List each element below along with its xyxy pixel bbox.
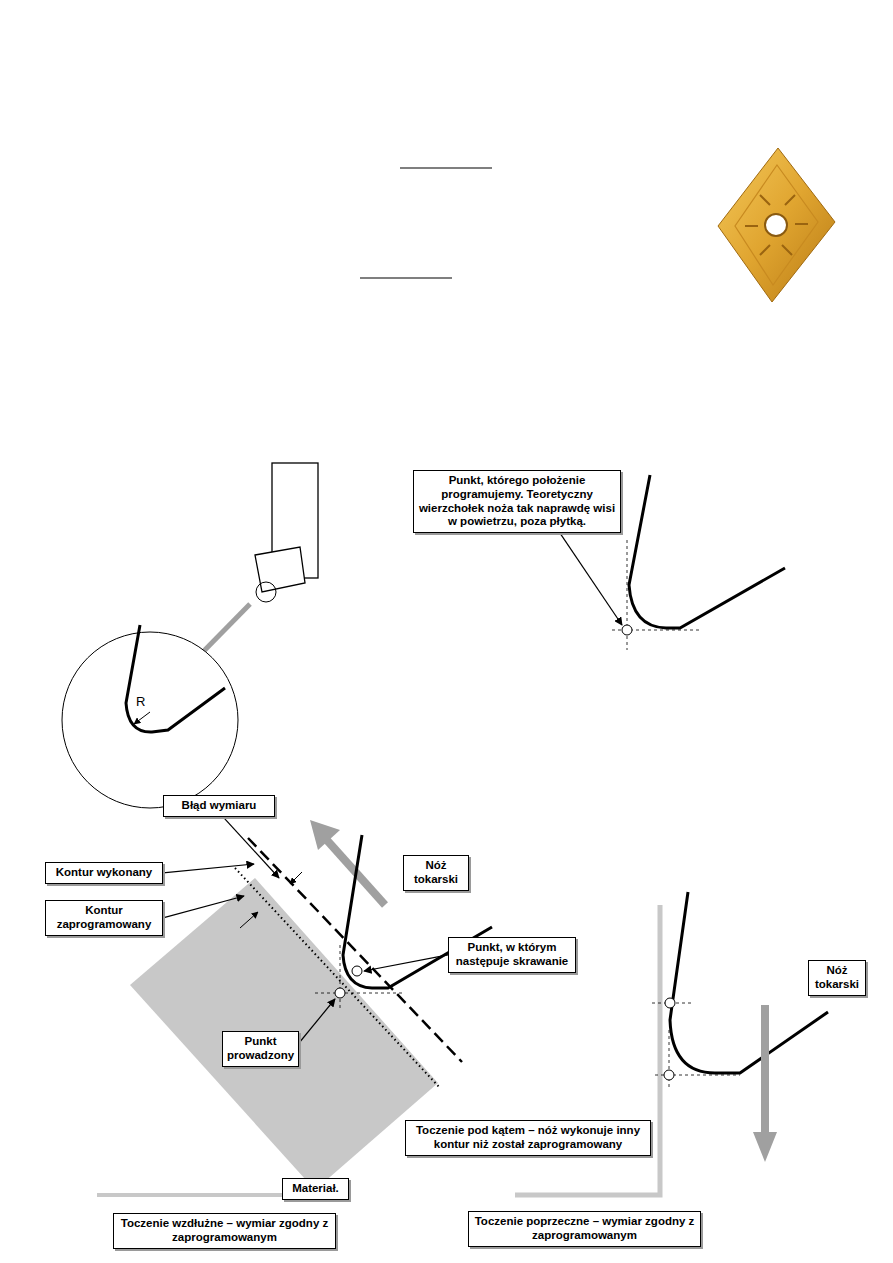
tool-holder (256, 582, 276, 602)
facing-turning (664, 1070, 674, 1080)
insert-photo (765, 214, 787, 236)
callout-box: Materiał. (282, 1178, 349, 1200)
callout-box: Toczenie wzdłużne – wymiar zgodny z zapr… (113, 1213, 336, 1249)
callout-text: Błąd wymiaru (168, 799, 270, 813)
callout-box: Punkt, w którym następuje skrawanie (448, 937, 576, 973)
callout-text: Nóż tokarski (813, 964, 861, 992)
insert-photo (718, 148, 835, 302)
facing-turning (670, 892, 828, 1073)
radius-label: R (136, 694, 145, 709)
angled-turning (310, 820, 340, 850)
angled-turning (352, 966, 362, 976)
callout-text: Toczenie wzdłużne – wymiar zgodny z zapr… (118, 1217, 331, 1245)
leader-line (163, 864, 254, 873)
facing-turning (761, 1005, 769, 1135)
insert-photo (718, 148, 835, 302)
callout-text: Kontur zaprogramowany (50, 904, 158, 932)
angled-turning (290, 872, 302, 884)
callout-box: Nóż tokarski (403, 855, 469, 891)
callout-box: Toczenie pod kątem – nóż wykonuje inny k… (405, 1120, 651, 1156)
callout-box: Punkt prowadzony (222, 1031, 299, 1067)
callout-box: Błąd wymiaru (163, 795, 275, 817)
callout-text: Toczenie pod kątem – nóż wykonuje inny k… (410, 1124, 646, 1152)
facing-turning (753, 1132, 777, 1162)
callout-text: Toczenie poprzeczne – wymiar zgodny z za… (473, 1215, 696, 1243)
magnified-nose (62, 632, 238, 808)
facing-turning (665, 998, 675, 1008)
leader-line (560, 533, 622, 625)
callout-box: Punkt, którego położenie programujemy. T… (413, 470, 621, 533)
tool-holder (255, 547, 305, 592)
leader-line (364, 955, 448, 971)
tool-holder (180, 463, 318, 676)
angled-turning (130, 878, 438, 1190)
magnified-nose (62, 625, 238, 808)
magnified-nose (126, 625, 225, 732)
magnified-nose (134, 712, 150, 724)
callout-box: Nóż tokarski (808, 960, 866, 996)
underline (360, 168, 492, 278)
callout-box: Toczenie poprzeczne – wymiar zgodny z za… (468, 1211, 701, 1247)
tool-nose (629, 475, 785, 628)
leader-line (163, 533, 622, 1043)
callout-text: Punkt, którego położenie programujemy. T… (418, 474, 616, 529)
underline (400, 167, 492, 168)
callout-text: Nóż tokarski (408, 859, 464, 887)
underline (360, 277, 452, 278)
callout-text: Punkt, w którym następuje skrawanie (453, 941, 571, 969)
callout-box: Kontur wykonany (45, 862, 163, 884)
tool-nose (612, 475, 785, 650)
angled-turning (340, 945, 341, 1010)
insert-photo (735, 165, 818, 285)
angled-turning (240, 912, 258, 928)
leader-line (223, 817, 279, 878)
angled-turning (315, 993, 405, 994)
callout-text: Materiał. (287, 1182, 344, 1196)
callout-text: Punkt prowadzony (227, 1035, 294, 1063)
angled-turning (335, 988, 345, 998)
callout-text: Kontur wykonany (50, 866, 158, 880)
callout-box: Kontur zaprogramowany (45, 900, 163, 936)
leader-line (299, 999, 335, 1043)
insert-photo (745, 195, 808, 255)
tool-nose (622, 625, 632, 635)
leader-line (163, 896, 244, 918)
